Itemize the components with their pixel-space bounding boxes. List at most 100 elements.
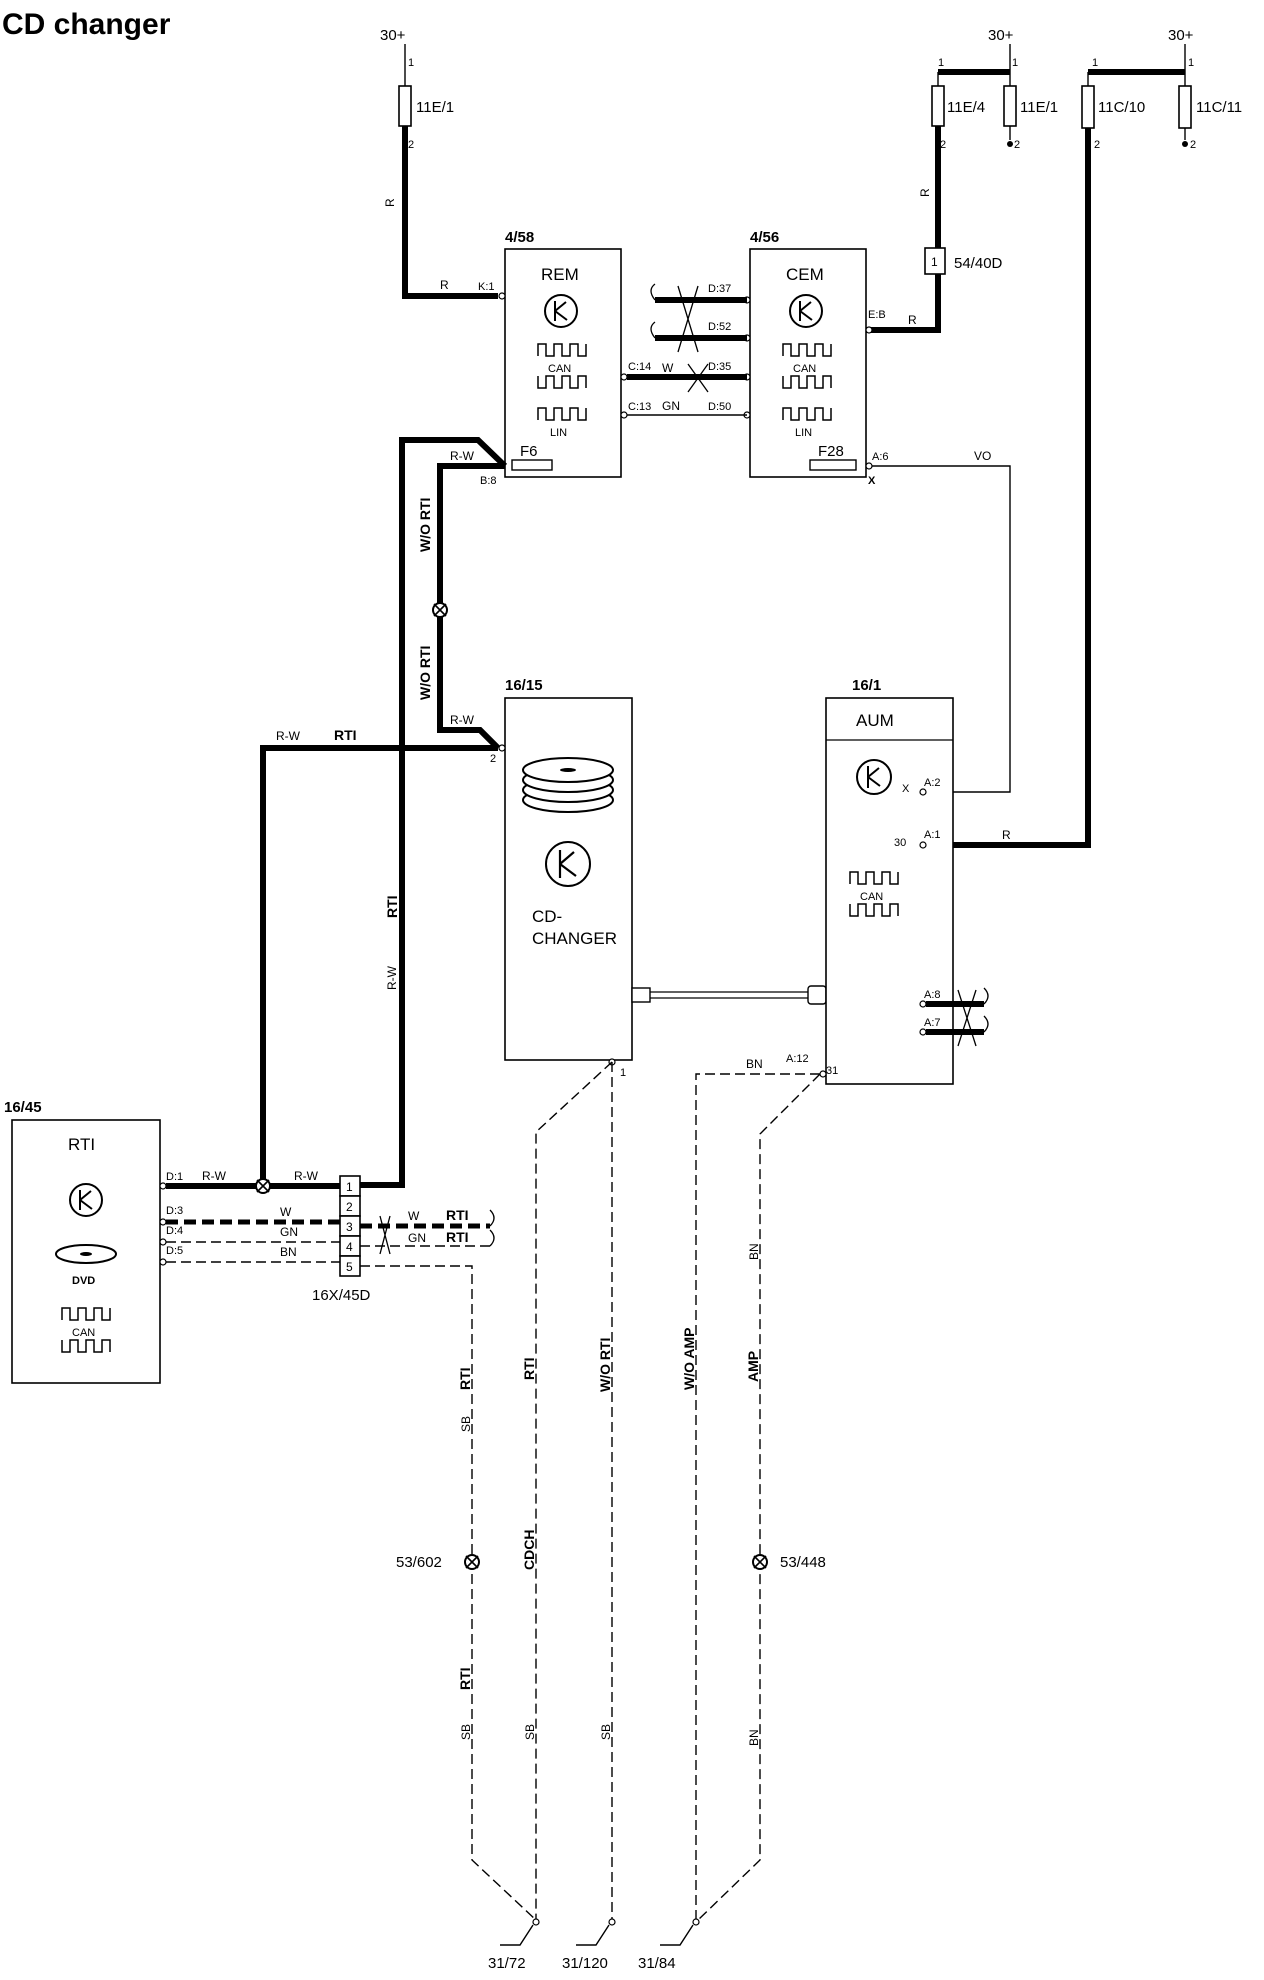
svg-text:R-W: R-W [385, 965, 399, 990]
svg-text:W/O AMP: W/O AMP [681, 1328, 697, 1390]
svg-text:31/120: 31/120 [562, 1955, 608, 1972]
svg-text:W: W [662, 361, 674, 375]
svg-text:BN: BN [280, 1245, 297, 1259]
svg-text:31/72: 31/72 [488, 1955, 526, 1972]
svg-text:R-W: R-W [202, 1169, 227, 1183]
svg-text:D:3: D:3 [166, 1205, 183, 1217]
supply-11e1-left: 30+ 1 11E/1 2 [380, 27, 454, 151]
svg-text:RTI: RTI [457, 1367, 473, 1390]
rem-id: 4/58 [505, 229, 534, 246]
module-rti: 16/45 RTI DVD CAN D:1 D:3 D:4 D:5 [4, 1099, 183, 1384]
svg-text:30+: 30+ [1168, 27, 1194, 44]
rti-control-unit-icon [69, 1183, 103, 1217]
svg-text:1: 1 [1012, 57, 1018, 69]
wire-5440d-to-cem-eb [865, 274, 941, 333]
svg-text:RTI: RTI [334, 727, 357, 743]
svg-text:C:14: C:14 [628, 361, 651, 373]
svg-text:A:6: A:6 [872, 451, 889, 463]
svg-text:DVD: DVD [72, 1275, 95, 1287]
svg-text:X: X [868, 475, 876, 487]
cdchanger-id: 16/15 [505, 677, 543, 694]
svg-text:D:5: D:5 [166, 1245, 183, 1257]
svg-text:A:1: A:1 [924, 829, 941, 841]
svg-text:2: 2 [408, 139, 414, 151]
svg-text:D:52: D:52 [708, 321, 731, 333]
svg-text:LIN: LIN [795, 427, 812, 439]
svg-text:2: 2 [1190, 139, 1196, 151]
svg-text:CAN: CAN [793, 363, 816, 375]
svg-text:R-W: R-W [450, 713, 475, 727]
svg-text:SB: SB [523, 1724, 537, 1740]
svg-text:BN: BN [747, 1729, 761, 1746]
svg-text:2: 2 [1014, 139, 1020, 151]
rti-name: RTI [68, 1135, 95, 1154]
svg-text:W/O RTI: W/O RTI [597, 1338, 613, 1392]
svg-text:D:35: D:35 [708, 361, 731, 373]
svg-text:GN: GN [408, 1231, 426, 1245]
svg-text:W/O RTI: W/O RTI [417, 646, 433, 700]
svg-text:GN: GN [662, 399, 680, 413]
svg-text:W: W [280, 1205, 292, 1219]
svg-text:2: 2 [1094, 139, 1100, 151]
svg-text:3: 3 [346, 1220, 353, 1234]
svg-text:R: R [908, 313, 917, 327]
svg-text:K:1: K:1 [478, 281, 495, 293]
svg-text:2: 2 [346, 1200, 353, 1214]
svg-text:SB: SB [459, 1416, 473, 1432]
svg-text:1: 1 [620, 1067, 626, 1079]
fuse-11e4 [931, 85, 945, 127]
svg-text:X: X [902, 783, 910, 795]
svg-text:A:8: A:8 [924, 989, 941, 1001]
svg-text:1: 1 [346, 1180, 353, 1194]
aum-name: AUM [856, 711, 894, 730]
wire-rem-b8-to-cdchanger [437, 463, 505, 751]
wire-rti-ground [360, 1265, 537, 1921]
ground-31-84: 31/84 [638, 1918, 700, 1972]
bus-rem-cem: W GN [627, 283, 747, 416]
svg-text:R-W: R-W [276, 729, 301, 743]
svg-text:RTI: RTI [446, 1207, 469, 1223]
svg-text:53/602: 53/602 [396, 1554, 442, 1571]
svg-text:RTI: RTI [457, 1667, 473, 1690]
connector-16x-45d: 1 2 3 4 5 16X/45D [312, 1175, 371, 1304]
svg-text:R: R [1002, 828, 1011, 842]
svg-text:1: 1 [938, 57, 944, 69]
svg-text:5: 5 [346, 1260, 353, 1274]
svg-text:B:8: B:8 [480, 475, 497, 487]
svg-text:16X/45D: 16X/45D [312, 1287, 371, 1304]
diagram-title: CD changer [2, 8, 171, 41]
fuse-11c11 [1178, 85, 1192, 129]
svg-text:CDCH: CDCH [521, 1530, 537, 1570]
svg-text:R-W: R-W [294, 1169, 319, 1183]
svg-text:4: 4 [346, 1240, 353, 1254]
supply-11e4-11e1-right: 30+ 1 1 11E/4 11E/1 2 2 [931, 27, 1058, 151]
svg-text:R: R [440, 278, 449, 292]
svg-text:VO: VO [974, 449, 991, 463]
fuse-11c10 [1081, 85, 1095, 129]
svg-text:CD-: CD- [532, 907, 562, 926]
fuse-f28 [809, 459, 857, 471]
fuse-11e1-left [398, 85, 412, 127]
svg-text:2: 2 [940, 139, 946, 151]
cem-id: 4/56 [750, 229, 779, 246]
svg-text:RTI: RTI [521, 1357, 537, 1380]
supply-11c10-11c11: 30+ 1 1 11C/10 11C/11 2 2 [1081, 27, 1242, 151]
wire-aum-wo-amp-ground [695, 1073, 820, 1922]
svg-text:W: W [408, 1209, 420, 1223]
fuse-label-11e4: 11E/4 [947, 99, 985, 116]
svg-text:GN: GN [280, 1225, 298, 1239]
svg-text:1: 1 [408, 57, 414, 69]
fuse-label-f6: F6 [520, 443, 538, 460]
fuse-label-11e1-left: 11E/1 [416, 99, 454, 116]
svg-text:CAN: CAN [72, 1327, 95, 1339]
supply-label: 30+ [380, 27, 406, 44]
svg-text:RTI: RTI [384, 895, 400, 918]
svg-text:1: 1 [1092, 57, 1098, 69]
svg-text:D:1: D:1 [166, 1171, 183, 1183]
svg-text:31/84: 31/84 [638, 1955, 676, 1972]
fuse-11e1-right [1003, 85, 1017, 127]
ground-31-120: 31/120 [562, 1918, 616, 1972]
module-cdchanger: 16/15 2 CD- CHANGER 1 [490, 677, 651, 1079]
svg-text:CAN: CAN [860, 891, 883, 903]
